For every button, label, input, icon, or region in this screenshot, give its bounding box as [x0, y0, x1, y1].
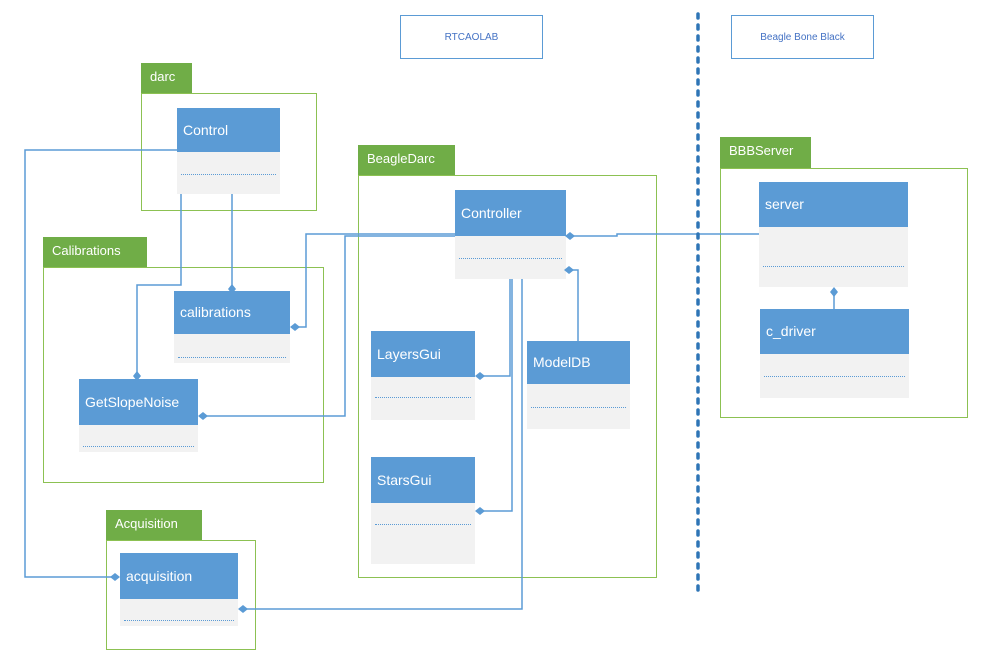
getslopenoise-right-diamond [198, 412, 208, 420]
controller-class-name: Controller [455, 190, 566, 236]
server-class-name: server [759, 182, 908, 227]
acquisition-package-frame [106, 540, 256, 650]
server-class[interactable]: server [759, 182, 908, 287]
server-diamond [830, 287, 838, 297]
acquisition-diamond-right [238, 605, 248, 613]
beaglebone-title-box: Beagle Bone Black [731, 15, 874, 59]
acquisition-class[interactable]: acquisition [120, 553, 238, 626]
acquisition-package-tab: Acquisition [106, 510, 202, 540]
bbbserver-package-tab: BBBServer [720, 137, 811, 168]
modeldb-to-controller-connector [570, 269, 579, 341]
beaglebone-title: Beagle Bone Black [760, 31, 845, 43]
c-driver-class-name: c_driver [760, 309, 909, 354]
calibrations-diamond [228, 284, 236, 294]
darc-package-tab: darc [141, 63, 192, 93]
starsgui-class-name: StarsGui [371, 457, 475, 503]
starsgui-diamond [475, 507, 485, 515]
layersgui-class[interactable]: LayersGui [371, 331, 475, 420]
controller-to-getslopenoise-connector [202, 235, 455, 417]
controller-diamond-right [565, 232, 575, 240]
darc-package-frame [141, 93, 317, 211]
control-class-name: Control [177, 108, 280, 152]
calibrations-class-name: calibrations [174, 291, 290, 334]
starsgui-class[interactable]: StarsGui [371, 457, 475, 564]
rtcaolab-title: RTCAOLAB [444, 31, 499, 43]
acquisition-diamond-left [110, 573, 120, 581]
beagledarc-package-tab: BeagleDarc [358, 145, 455, 175]
controller-to-starsgui-connector [479, 279, 513, 512]
controller-class[interactable]: Controller [455, 190, 566, 279]
controller-to-calibrations-connector [294, 233, 455, 328]
control-to-acquisition-connector [24, 149, 177, 578]
calibrations-class[interactable]: calibrations [174, 291, 290, 363]
calibrations-right-diamond [290, 323, 300, 331]
controller-to-layersgui-connector [479, 279, 511, 377]
getslopenoise-class[interactable]: GetSlopeNoise [79, 379, 198, 452]
layersgui-class-name: LayersGui [371, 331, 475, 377]
layersgui-diamond [475, 372, 485, 380]
calibrations-package-tab: Calibrations [43, 237, 147, 267]
getslopenoise-diamond [133, 371, 141, 381]
calibrations-package-frame [43, 267, 324, 483]
rtcaolab-title-box: RTCAOLAB [400, 15, 543, 59]
getslopenoise-class-name: GetSlopeNoise [79, 379, 198, 425]
control-to-getslopenoise-connector [136, 194, 182, 376]
modeldb-class-name: ModelDB [527, 341, 630, 384]
controller-diamond-bottom [564, 266, 574, 274]
bbbserver-package-frame [720, 168, 968, 418]
server-to-controller-connector [570, 233, 759, 237]
control-class[interactable]: Control [177, 108, 280, 194]
modeldb-class[interactable]: ModelDB [527, 341, 630, 429]
controller-to-acquisition-connector [242, 279, 523, 610]
c-driver-class[interactable]: c_driver [760, 309, 909, 398]
beagledarc-package-frame [358, 175, 657, 578]
acquisition-class-name: acquisition [120, 553, 238, 599]
